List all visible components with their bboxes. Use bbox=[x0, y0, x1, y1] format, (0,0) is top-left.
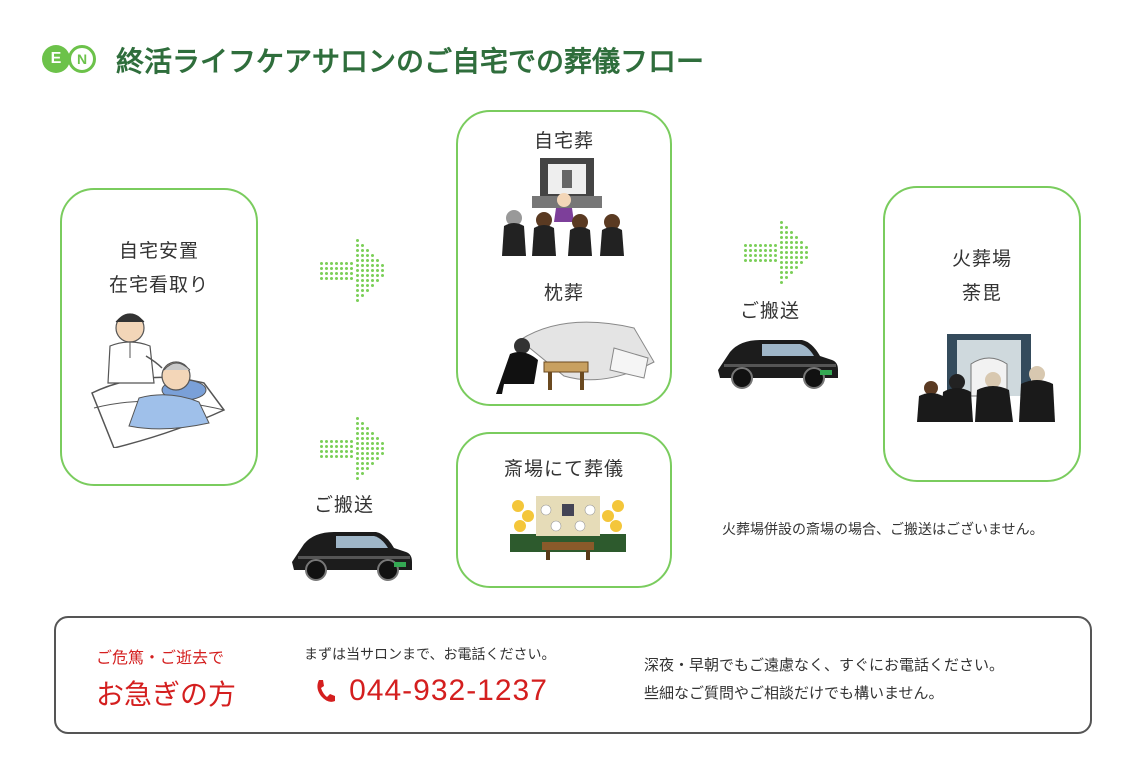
flow-arrow-2 bbox=[320, 417, 386, 480]
flow-arrow-3 bbox=[744, 221, 810, 284]
logo-letter-e: E bbox=[42, 45, 70, 73]
step-crematorium-line-1: 火葬場 bbox=[951, 248, 1012, 270]
crematorium-illustration bbox=[917, 334, 1055, 422]
urgent-heading: お急ぎの方 bbox=[96, 678, 237, 711]
step-pillow-funeral-label: 枕葬 bbox=[543, 282, 584, 304]
logo: E N bbox=[42, 42, 104, 76]
call-lead-text: まずは当サロンまで、お電話ください。 bbox=[304, 647, 556, 663]
step-home-line-1: 自宅安置 bbox=[118, 240, 199, 262]
phone-link[interactable]: 044-932-1237 bbox=[314, 674, 548, 708]
step-hall-funeral-box: 斎場にて葬儀 bbox=[456, 432, 672, 588]
step-home-label: 自宅安置 在宅看取り bbox=[62, 234, 256, 302]
crematorium-note: 火葬場併設の斎場の場合、ご搬送はございません。 bbox=[722, 522, 1044, 538]
hours-line-1: 深夜・早朝でもご遠慮なく、すぐにお電話ください。 bbox=[644, 656, 1005, 674]
step-home-funeral-label: 自宅葬 bbox=[533, 130, 594, 152]
phone-icon bbox=[317, 680, 335, 702]
page-title: 終活ライフケアサロンのご自宅での葬儀フロー bbox=[116, 45, 705, 78]
step-home-line-2: 在宅看取り bbox=[108, 274, 209, 296]
step-hall-funeral-label: 斎場にて葬儀 bbox=[503, 458, 624, 480]
transfer-label-right: ご搬送 bbox=[740, 300, 801, 322]
home-funeral-illustration bbox=[502, 158, 624, 256]
pillow-funeral-illustration bbox=[496, 321, 655, 394]
urgent-subheading: ご危篤・ご逝去で bbox=[96, 648, 225, 667]
contact-panel: ご危篤・ご逝去で お急ぎの方 まずは当サロンまで、お電話ください。 044-93… bbox=[54, 616, 1092, 734]
logo-letter-n: N bbox=[68, 45, 96, 73]
phone-number[interactable]: 044-932-1237 bbox=[349, 674, 548, 707]
hours-line-2: 些細なご質問やご相談だけでも構いません。 bbox=[644, 684, 944, 702]
step-crematorium-box: 火葬場 荼毘 bbox=[883, 186, 1081, 482]
hall-funeral-illustration bbox=[510, 496, 626, 560]
step-crematorium-line-2: 荼毘 bbox=[961, 282, 1002, 304]
step-crematorium-label: 火葬場 荼毘 bbox=[885, 242, 1079, 310]
home-care-illustration bbox=[91, 313, 226, 448]
transfer-label-left: ご搬送 bbox=[314, 494, 375, 516]
hearse-illustration-right bbox=[718, 340, 838, 389]
flow-arrow-1 bbox=[320, 239, 386, 302]
hearse-illustration-left bbox=[292, 532, 412, 581]
step-home-funeral-box: 自宅葬 枕葬 bbox=[456, 110, 672, 406]
step-home-box: 自宅安置 在宅看取り bbox=[60, 188, 258, 486]
